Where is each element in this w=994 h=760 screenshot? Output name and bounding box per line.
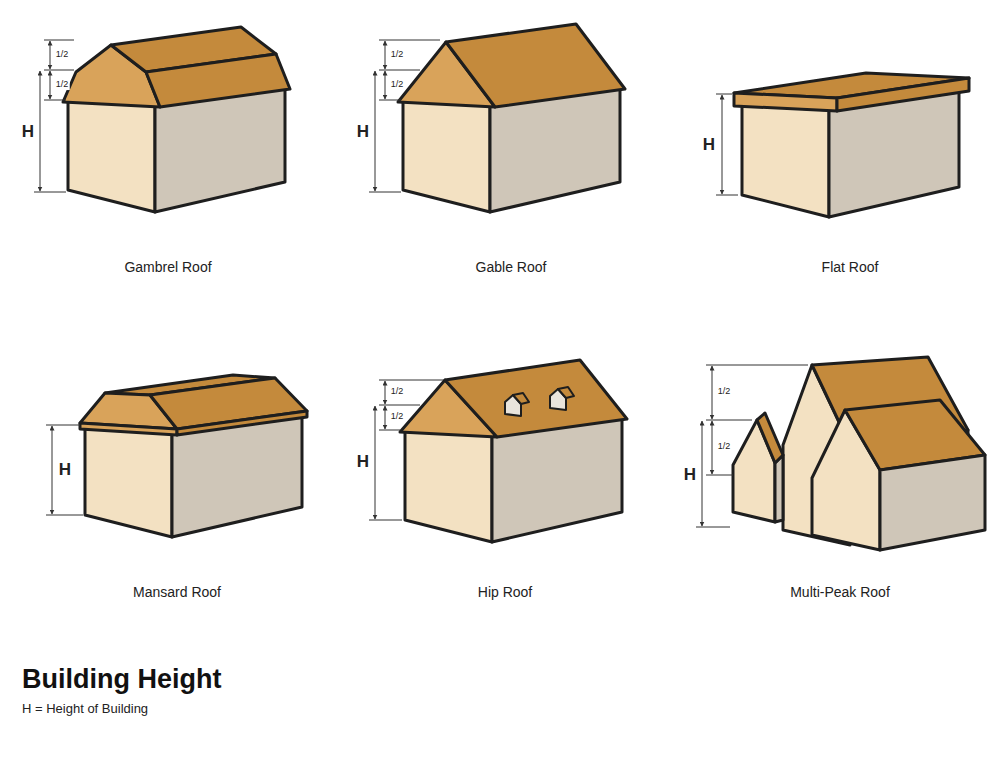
drawing-stroke bbox=[880, 455, 985, 550]
flat-house bbox=[734, 73, 969, 217]
drawing-stroke bbox=[696, 365, 808, 527]
drawing-stroke bbox=[68, 100, 155, 212]
drawing-stroke bbox=[85, 425, 172, 537]
roof-name: Hip Roof bbox=[477, 585, 533, 600]
drawing-stroke bbox=[375, 406, 376, 519]
fraction-label: 1/2 bbox=[55, 50, 70, 60]
height-label: H bbox=[21, 123, 35, 142]
roof-name: Multi-Peak Roof bbox=[789, 585, 891, 600]
roof-name: Flat Roof bbox=[821, 260, 880, 275]
roof-name: Mansard Roof bbox=[132, 585, 222, 600]
drawing-stroke bbox=[375, 71, 376, 191]
drawing-stroke bbox=[513, 393, 529, 404]
drawing-stroke bbox=[50, 41, 51, 69]
drawing-stroke bbox=[722, 95, 723, 194]
dimension-lines bbox=[34, 40, 808, 527]
dormer bbox=[505, 387, 574, 416]
mansard-house bbox=[80, 375, 307, 537]
height-label: H bbox=[58, 461, 72, 480]
fraction-label: 1/2 bbox=[390, 412, 405, 422]
drawing-stroke bbox=[446, 24, 625, 107]
legend-caption: H = Height of Building bbox=[22, 701, 148, 716]
drawing-stroke bbox=[40, 71, 41, 191]
drawing-stroke bbox=[445, 360, 627, 437]
height-label: H bbox=[356, 123, 370, 142]
drawing-stroke bbox=[403, 100, 490, 212]
drawing-stroke bbox=[712, 421, 713, 474]
drawing-stroke bbox=[712, 366, 713, 419]
height-label: H bbox=[683, 466, 697, 485]
drawing-stroke bbox=[34, 40, 74, 192]
drawing-stroke bbox=[734, 93, 837, 111]
drawing-stroke bbox=[369, 40, 440, 192]
roof-name: Gable Roof bbox=[475, 260, 548, 275]
fraction-label: 1/2 bbox=[390, 80, 405, 90]
drawing-stroke bbox=[716, 94, 738, 195]
diagram-title: Building Height bbox=[22, 664, 221, 695]
drawing-stroke bbox=[385, 71, 386, 99]
fraction-label: 1/2 bbox=[717, 387, 732, 397]
fraction-label: 1/2 bbox=[717, 442, 732, 452]
drawing-stroke bbox=[177, 411, 307, 435]
hip-house bbox=[400, 360, 627, 542]
drawing-stroke bbox=[385, 41, 386, 69]
roof-name: Gambrel Roof bbox=[123, 260, 212, 275]
drawing-stroke bbox=[405, 430, 492, 542]
gambrel-house bbox=[63, 27, 290, 212]
drawing-stroke bbox=[775, 455, 783, 522]
height-label: H bbox=[702, 136, 716, 155]
fraction-label: 1/2 bbox=[55, 80, 70, 90]
multi-peak-house bbox=[733, 357, 985, 550]
drawing-stroke bbox=[757, 413, 783, 463]
drawing-stroke bbox=[385, 406, 386, 429]
fraction-label: 1/2 bbox=[390, 50, 405, 60]
gable-house bbox=[398, 24, 625, 212]
height-label: H bbox=[356, 453, 370, 472]
fraction-label: 1/2 bbox=[390, 387, 405, 397]
drawing-stroke bbox=[702, 421, 703, 526]
drawing-stroke bbox=[837, 78, 969, 111]
drawing-stroke bbox=[52, 426, 53, 514]
drawing-stroke bbox=[46, 425, 83, 515]
drawing-stroke bbox=[146, 54, 290, 107]
drawing-stroke bbox=[63, 24, 985, 550]
drawing-stroke bbox=[385, 381, 386, 404]
drawing-stroke bbox=[50, 71, 51, 99]
drawing-stroke bbox=[742, 105, 829, 217]
drawing-stroke bbox=[369, 380, 443, 520]
drawing-stroke bbox=[80, 423, 177, 435]
drawing-stroke bbox=[558, 387, 574, 398]
